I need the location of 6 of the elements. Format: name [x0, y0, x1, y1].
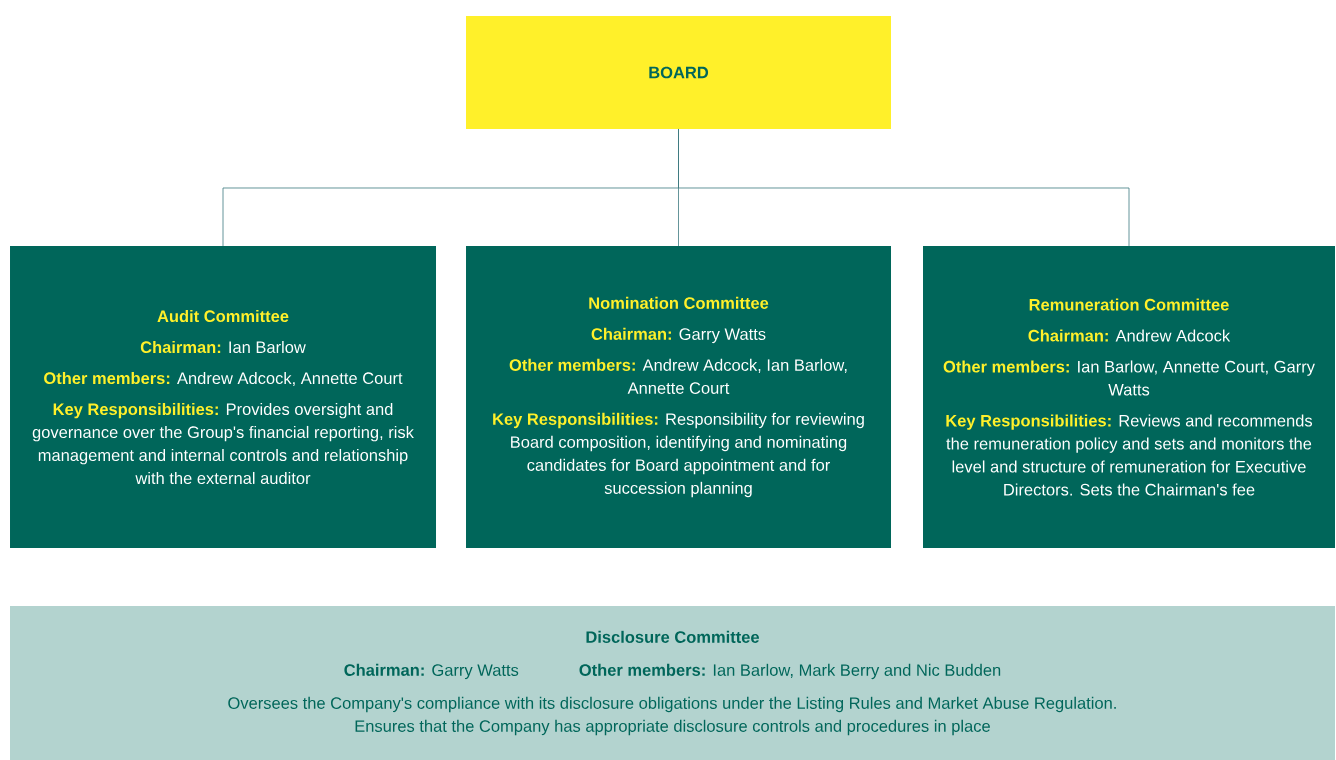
committee-box: Audit Committee Chairman: Ian Barlow Other members: Andrew Adcock, Annette Court Key Responsibilities: Provides oversight and governance over the Group's financial reporting, risk management and internal controls and relationship with the external auditor: [10, 246, 436, 548]
committee-band: Disclosure Committee Chairman: Garry Watts Other members: Ian Barlow, Mark Berry and Nic Budden Oversees the Company's compliance with its disclosure obligations under the Listing Rules and Market Abuse Regulation. Ensures that the Company has appropriate disclosure controls and procedures in place: [10, 606, 1335, 760]
committee-box: Remuneration Committee Chairman: Andrew Adcock Other members: Ian Barlow, Annette Court, Garry Watts Key Responsibilities: Reviews and recommends the remuneration policy and sets and monitors the level and structure of remuneration for Executive Directors. Sets the Chairman's fee: [923, 246, 1335, 548]
board-box: BOARD: [466, 16, 891, 129]
connector: [678, 128, 1130, 247]
committee-box: Nomination Committee Chairman: Garry Watts Other members: Andrew Adcock, Ian Barlow, Annette Court Key Responsibilities: Responsibility for reviewing Board composition, identifying and nominating candidates for Board appointment and for succession planning: [466, 246, 891, 548]
